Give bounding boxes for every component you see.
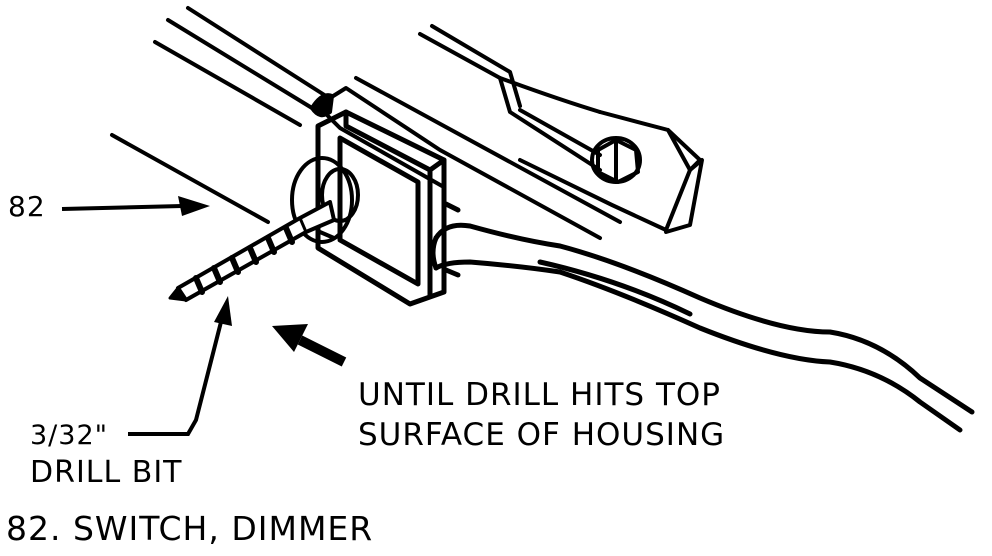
mounting-bracket (418, 24, 704, 234)
drill-size-label: 3/32" (30, 420, 109, 451)
column-rod (153, 6, 334, 127)
drill-axis-line (110, 133, 270, 224)
switch-plunger (290, 156, 360, 244)
instruction-line-1: UNTIL DRILL HITS TOP (358, 377, 721, 413)
housing-rail (320, 76, 622, 240)
drill-bit (168, 200, 336, 302)
direction-arrow (272, 324, 347, 367)
switch-housing (315, 109, 461, 307)
callout-82-leader (61, 196, 210, 216)
actuator-rod (430, 222, 975, 433)
bracket-bolt (590, 136, 642, 184)
drill-bit-leader (128, 296, 232, 436)
callout-number: 82 (8, 190, 46, 223)
drill-bit-label: DRILL BIT (30, 455, 183, 490)
instruction-line-2: SURFACE OF HOUSING (358, 417, 726, 453)
figure-caption: 82. SWITCH, DIMMER (6, 509, 374, 548)
